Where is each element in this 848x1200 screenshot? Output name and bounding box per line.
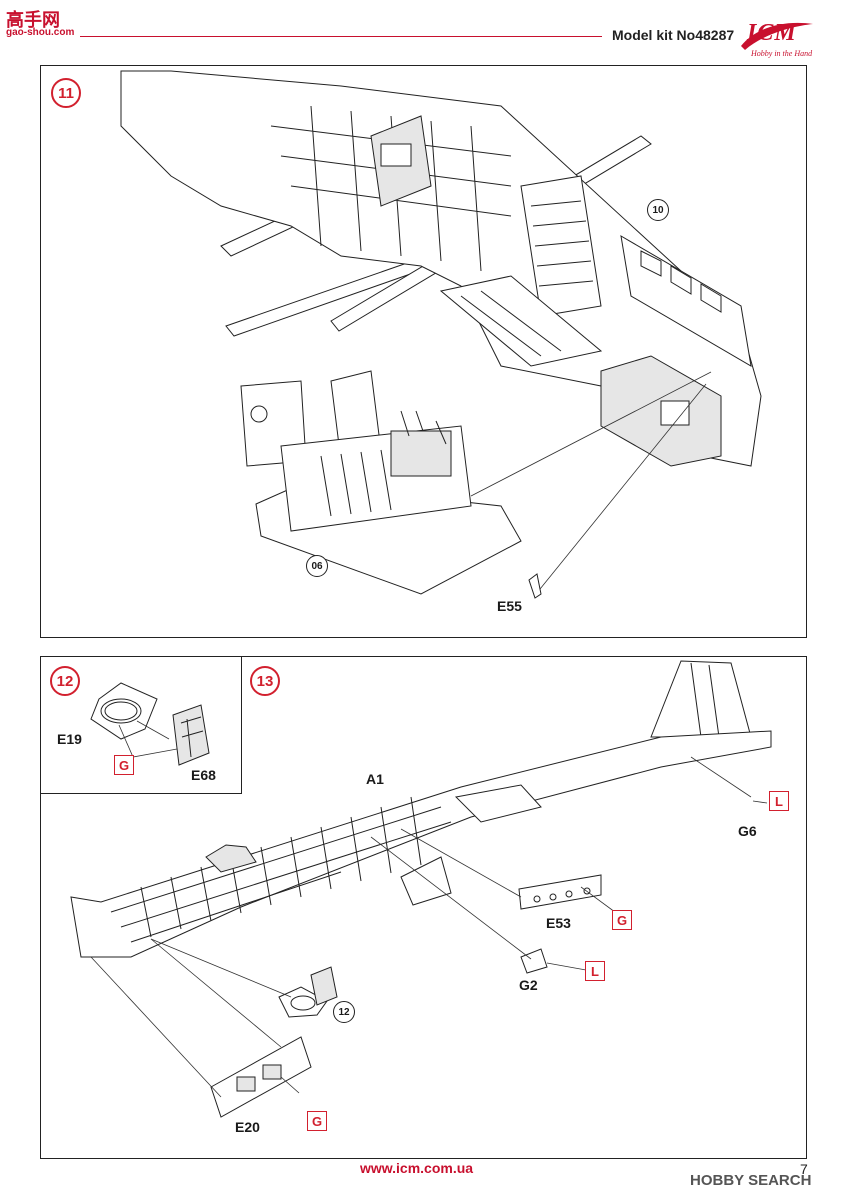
step-13-badge: 13: [250, 666, 280, 696]
part-label-e68: E68: [191, 767, 216, 783]
fuselage-wall: [120, 70, 762, 467]
part-e55-shape: [528, 573, 542, 599]
paint-code-g-e53: G: [612, 910, 632, 930]
brand-name: ICM: [747, 20, 797, 46]
paint-code-g: G: [114, 755, 134, 775]
brand-tagline: Hobby in the Hand: [751, 49, 813, 58]
logo-swoosh-icon: [741, 22, 813, 50]
ref-step-06-badge: 06: [306, 555, 328, 577]
ref-step-12-badge: 12: [333, 1001, 355, 1023]
part-label-e55: E55: [497, 598, 522, 614]
header-rule: [80, 36, 602, 37]
part-label-g6: G6: [738, 823, 757, 839]
step-11-panel: 11: [40, 65, 807, 638]
part-label-g2: G2: [519, 977, 538, 993]
cockpit-assembly-drawing: [120, 70, 762, 599]
part-label-a1: A1: [366, 771, 384, 787]
step-12-badge: 12: [50, 666, 80, 696]
model-kit-title: Model kit No48287: [612, 27, 735, 43]
hobby-search-watermark: HOBBY SEARCH: [690, 1172, 812, 1189]
part-label-e20: E20: [235, 1119, 260, 1135]
part-label-e53: E53: [546, 915, 571, 931]
watermark-url: gao-shou.com: [6, 27, 75, 38]
fuselage-half-drawing: [70, 660, 772, 1118]
icm-logo: ICM Hobby in the Hand: [737, 16, 815, 64]
paint-code-l-g2: L: [585, 961, 605, 981]
footer-url: www.icm.com.ua: [360, 1160, 474, 1176]
step-11-badge: 11: [51, 78, 81, 108]
page-number: 7: [800, 1161, 808, 1177]
part-e19-e68-drawing: [90, 682, 210, 766]
paint-code-l-g6: L: [769, 791, 789, 811]
step-13-panel: 13: [40, 656, 807, 1159]
watermark-logo: 高手网: [6, 10, 60, 30]
part-label-e19: E19: [57, 731, 82, 747]
ref-step-10-badge: 10: [647, 199, 669, 221]
paint-code-g-e20: G: [307, 1111, 327, 1131]
